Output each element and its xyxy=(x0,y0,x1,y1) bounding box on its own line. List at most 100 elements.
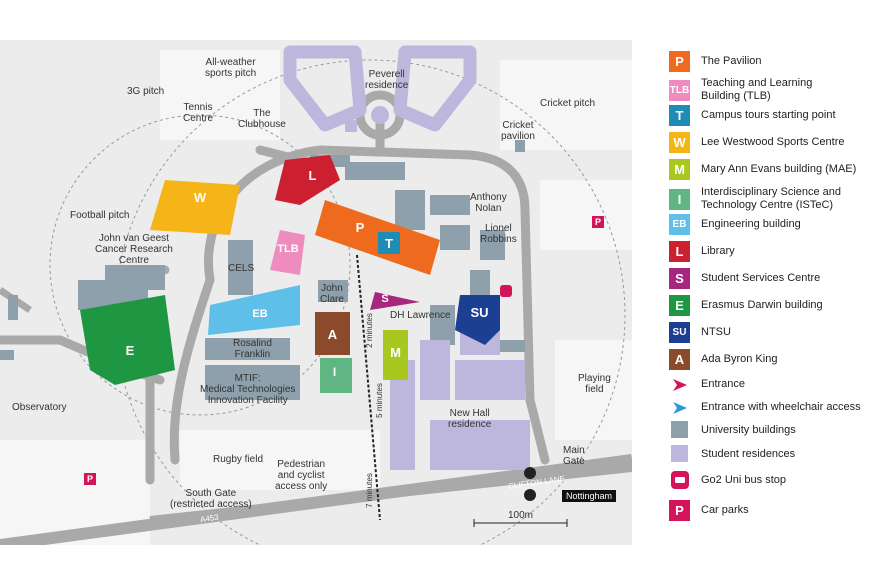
building-t-label[interactable]: T xyxy=(385,236,393,251)
legend-tours: T Campus tours starting point xyxy=(663,105,878,129)
legend-swatch-t: T xyxy=(669,105,690,126)
map-graphics xyxy=(0,40,632,545)
building-tlb xyxy=(270,230,305,275)
legend-carparks: P Car parks xyxy=(663,500,878,524)
building-i-label[interactable]: I xyxy=(332,365,337,379)
legend-swatch-m: M xyxy=(669,159,690,180)
legend-erasmus: E Erasmus Darwin building xyxy=(663,295,878,319)
wheelchair-arrow-icon xyxy=(673,402,687,414)
label-peverell: Peverell residence xyxy=(365,69,409,91)
building-su xyxy=(455,295,500,345)
building-e-label[interactable]: E xyxy=(125,343,135,358)
label-7min: 7 minutes xyxy=(364,473,374,508)
legend-student-services: S Student Services Centre xyxy=(663,268,878,292)
legend-istec: I Interdisciplinary Science and Technolo… xyxy=(663,186,878,211)
legend-label: Entrance xyxy=(701,378,746,390)
legend-swatch-park: P xyxy=(669,500,690,521)
legend-swatch-p: P xyxy=(669,51,690,72)
legend-label: Car parks xyxy=(701,504,749,516)
legend-swatch-eb: EB xyxy=(669,214,690,235)
legend-label: Engineering building xyxy=(701,218,801,230)
building-eb xyxy=(208,285,300,335)
label-football: Football pitch xyxy=(70,210,130,221)
legend-label: The Pavilion xyxy=(701,55,762,67)
building-l-label[interactable]: L xyxy=(308,168,317,183)
legend-label: Student residences xyxy=(701,448,796,460)
campus-map[interactable]: All-weather sports pitch Peverell reside… xyxy=(0,40,632,545)
legend-swatch-su: SU xyxy=(669,322,690,343)
label-maingate: Main Gate xyxy=(563,445,585,467)
label-johnvg: John van Geest Cancer Research Centre xyxy=(95,233,173,266)
label-dhlawrence: DH Lawrence xyxy=(390,310,451,321)
building-p-label[interactable]: P xyxy=(355,220,365,235)
bus-stop-icon xyxy=(671,471,689,489)
building-e xyxy=(80,295,175,385)
label-playing: Playing field xyxy=(578,373,611,395)
legend-swatch-l: L xyxy=(669,241,690,262)
car-park-east[interactable]: P xyxy=(592,216,604,228)
legend-ada: A Ada Byron King xyxy=(663,349,878,373)
legend-label: Interdisciplinary Science and Technology… xyxy=(701,186,842,211)
legend-bus: Go2 Uni bus stop xyxy=(663,469,878,493)
building-eb-label[interactable]: EB xyxy=(252,308,268,320)
legend-swatch-e: E xyxy=(669,295,690,316)
legend-label: Lee Westwood Sports Centre xyxy=(701,136,845,148)
label-anthony: Anthony Nolan xyxy=(470,192,507,214)
label-rugby: Rugby field xyxy=(213,454,264,465)
building-su-label[interactable]: SU xyxy=(470,305,489,320)
legend-swatch-w: W xyxy=(669,132,690,153)
legend-label: Library xyxy=(701,245,735,257)
legend-swatch-s: S xyxy=(669,268,690,289)
legend-label: Erasmus Darwin building xyxy=(701,299,823,311)
legend-wheelchair: Entrance with wheelchair access xyxy=(663,398,878,422)
label-nottingham: Nottingham xyxy=(562,490,617,502)
legend-swatch-res xyxy=(671,445,688,462)
label-scale: 100m xyxy=(508,510,534,521)
legend-mae: M Mary Ann Evans building (MAE) xyxy=(663,159,878,183)
legend-label: Ada Byron King xyxy=(701,353,778,365)
legend-entrance: Entrance xyxy=(663,375,878,399)
building-l xyxy=(275,155,340,205)
legend-label: NTSU xyxy=(701,326,731,338)
legend-uni-buildings: University buildings xyxy=(663,421,878,445)
building-s-label[interactable]: S xyxy=(381,293,389,305)
legend-swatch-a: A xyxy=(669,349,690,370)
building-i xyxy=(320,358,352,393)
label-rosalind: Rosalind Franklin xyxy=(233,338,272,360)
legend-label: Entrance with wheelchair access xyxy=(701,401,861,413)
label-cels: CELS xyxy=(228,263,255,274)
label-observatory: Observatory xyxy=(12,402,67,413)
building-tlb-label[interactable]: TLB xyxy=(277,243,299,255)
label-tennis: Tennis Centre xyxy=(183,102,214,124)
legend-label: Student Services Centre xyxy=(701,272,821,284)
label-lionel: Lionel Robbins xyxy=(480,223,517,245)
legend-swatch-tlb: TLB xyxy=(669,80,690,101)
label-clubhouse: The Clubhouse xyxy=(238,108,286,130)
building-p xyxy=(315,200,440,275)
legend-ntsu: SU NTSU xyxy=(663,322,878,346)
building-w xyxy=(150,180,240,235)
building-a xyxy=(315,312,350,355)
car-park-south[interactable]: P xyxy=(84,473,96,485)
label-3g: 3G pitch xyxy=(127,86,165,97)
building-a-label[interactable]: A xyxy=(327,327,338,342)
legend-tlb: TLB Teaching and Learning Building (TLB) xyxy=(663,77,878,102)
legend-label: Go2 Uni bus stop xyxy=(701,474,786,486)
building-s xyxy=(370,292,420,310)
building-w-label[interactable]: W xyxy=(193,190,207,205)
building-m-label[interactable]: M xyxy=(390,345,401,360)
label-2min: 2 minutes xyxy=(364,313,374,348)
legend-label: Mary Ann Evans building (MAE) xyxy=(701,163,857,175)
label-johnclare: John Clare xyxy=(320,283,344,305)
legend-swatch-uni xyxy=(671,421,688,438)
label-allweather: All-weather sports pitch xyxy=(205,57,257,79)
label-mtif: MTIF: Medical Technologies Innovation Fa… xyxy=(200,373,296,406)
legend-pavilion: P The Pavilion xyxy=(663,51,878,75)
legend-engineering: EB Engineering building xyxy=(663,214,878,238)
label-cricketpavilion: Cricket pavilion xyxy=(501,120,535,142)
building-m xyxy=(383,330,408,380)
legend-swatch-i: I xyxy=(669,189,690,210)
label-pedestrian: Pedestrian and cyclist access only xyxy=(275,459,328,492)
building-t xyxy=(378,232,400,254)
label-newhall: New Hall residence xyxy=(448,408,492,430)
